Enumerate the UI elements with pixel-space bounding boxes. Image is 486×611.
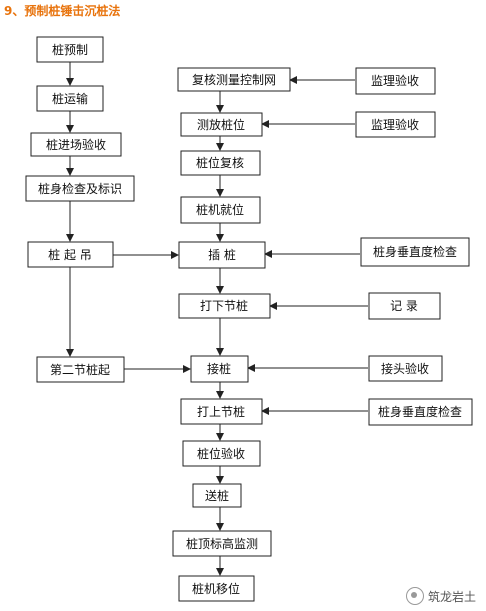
node-label: 送桩 [205,488,229,503]
node-label: 桩预制 [52,42,88,57]
node-label: 复核测量控制网 [192,73,276,87]
node-label: 接桩 [207,361,231,376]
node-jietou: 接头验收 [368,355,443,382]
node-zhuwei-fuhe: 桩位复核 [180,150,261,176]
node-zhuding-jiance: 桩顶标高监测 [172,530,272,557]
watermark: 筑龙岩土 [405,587,476,605]
node-label: 桩身检查及标识 [38,181,122,196]
node-label: 桩位验收 [197,446,245,461]
node-jie-zhu: 接桩 [190,355,249,383]
node-zhu-jinchang: 桩进场验收 [30,132,122,157]
node-label: 桩身垂直度检查 [373,244,457,259]
node-label: 接头验收 [381,361,429,376]
node-jianli-1: 监理验收 [355,67,436,95]
node-zhuji-yiwei: 桩机移位 [178,575,255,602]
node-zhu-qidiao: 桩 起 吊 [27,241,114,268]
node-label: 桩机移位 [192,581,240,596]
node-da-xia-jie: 打下节桩 [178,293,271,319]
node-label: 桩机就位 [196,202,244,217]
node-label: 监理验收 [371,117,419,132]
node-jianli-2: 监理验收 [355,111,436,138]
node-fuhe-celiang: 复核测量控制网 [177,67,291,92]
watermark-text: 筑龙岩土 [427,589,476,604]
node-zhuwei-yanshou: 桩位验收 [182,440,261,467]
node-label: 桩进场验收 [46,137,106,152]
node-dierjie: 第二节桩起 [36,356,125,383]
flow-edges [66,62,368,576]
node-zhu-yunshu: 桩运输 [36,85,104,112]
node-label: 桩顶标高监测 [186,536,258,551]
node-cefang-zhuwei: 测放桩位 [180,112,263,137]
node-chuizhi-2: 桩身垂直度检查 [368,398,473,426]
node-label: 桩位复核 [196,155,244,170]
node-label: 打上节桩 [197,404,245,419]
page-title: 9、预制桩锤击沉桩法 [4,4,121,18]
node-label: 第二节桩起 [50,362,110,377]
wechat-icon [405,587,424,605]
node-song-zhu: 送桩 [192,483,242,508]
node-label: 记 录 [390,299,418,313]
node-label: 插 桩 [208,247,236,262]
node-cha-zhu: 插 桩 [178,241,266,269]
node-label: 桩运输 [52,91,88,106]
node-zhu-yuzhi: 桩预制 [36,36,104,63]
node-label: 桩 起 吊 [48,247,92,262]
node-zhuji-jiuwei: 桩机就位 [180,196,261,224]
node-zhushen-biaoshi: 桩身检查及标识 [25,175,135,202]
node-da-shang-jie: 打上节桩 [180,398,263,425]
node-chuizhi-1: 桩身垂直度检查 [360,237,470,267]
node-label: 测放桩位 [197,117,245,132]
node-jilu: 记 录 [368,292,441,320]
node-label: 监理验收 [371,73,419,88]
node-label: 桩身垂直度检查 [378,404,462,419]
node-label: 打下节桩 [200,298,248,313]
